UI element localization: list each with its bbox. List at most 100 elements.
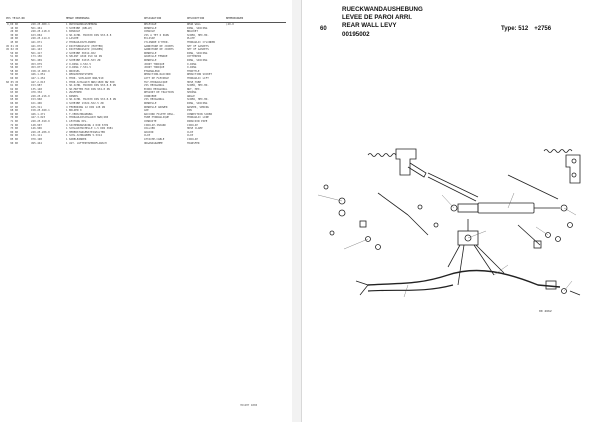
part-number-cell: 131.111 [31,134,42,138]
french-name-cell: TUY.HYDRAULIQUE [144,80,168,84]
pos-cell: 59 00 [10,73,18,77]
french-name-cell: RELEVAGE [144,23,157,26]
part-number-cell: 240.25.216.0 [31,94,50,98]
french-name-cell: CYLINDRE D'HYDR. [144,40,169,44]
pos-cell: 85 00 [10,138,18,141]
english-name-cell: REDUCTION SOCKET [187,73,212,77]
pos-cell: 65 00 [10,98,18,102]
german-name-cell: 1 HYDRAULIKSCHLAUCH NW6/400 [66,116,109,120]
german-name-cell: 3 SCHEIBE (WELLE) [66,26,93,30]
french-name-cell: REDUCTION-RACCORD [144,73,171,77]
type-line: Type: 512 +2756 [501,26,557,32]
german-name-cell: 1 WINKEL [66,94,79,98]
part-number-cell: 173.156 [31,55,42,59]
page-gutter [292,0,301,422]
part-number-cell: 447.2.013 [31,80,46,84]
german-name-cell: 4 FEDERRING 12 DIN 128 ZN [66,105,106,109]
french-name-cell: GARNITURE DE JOINTS [144,48,174,52]
german-name-cell: 2 O-RING 7.5X1.5 [66,66,91,70]
english-name-cell: CLIP [187,130,194,134]
exploded-parts-diagram [317,148,581,298]
english-name-cell: INDUCION PIPE [187,120,208,124]
pos-cell: 40 00 [10,37,18,41]
german-name-cell: 4 SICHERUNGSRING 4 DIN 6799 [66,123,109,127]
part-number-cell: 447.1.252 [31,76,46,80]
type-value: +2756 [534,26,552,32]
part-number-cell: 441.072 [31,44,42,48]
french-name-cell: ECROU HEXAGONAL [144,87,168,91]
german-name-cell: 6 SPLINT 4X40 ISO 94 ZN [66,55,102,59]
french-name-cell: CONSOLE [144,30,155,34]
pos-cell: 61 00 [10,84,18,88]
german-name-cell: 4 SK-SCHR. M12X30 DIN 933-8.8 ZN [66,98,116,102]
english-name-cell: CONNECTION SCREW [187,112,212,116]
french-name-cell: GARNITURE DE JOINTS [144,44,174,48]
remarks-cell: (40-0 [226,23,234,26]
pos-cell: 68 00 [10,109,18,113]
pos-cell: 10 00 [10,26,18,30]
part-number-cell: 165.311 [31,105,42,109]
pos-cell: 55 00 [10,62,18,66]
french-name-cell: CONDUITE [144,120,157,124]
part-number-cell: 240.25.206.0 [31,130,50,134]
part-number-cell: 135.148 [31,87,42,91]
german-name-cell: 1 RUECKWANDAUSHEBUNG [66,23,98,26]
table-row: 62 00 135.148 1 SK-MUTTER M10 DIN 934-8 ZN… [6,88,288,92]
german-name-cell: 1 AST. LUFTENTSPERRFLANSCH [66,141,107,145]
table-row: 45 01 00 441.072 2 DICHTUNGSSATZ (MUTTER) G… [6,45,288,49]
pos-cell: 62 00 [10,87,18,91]
english-name-cell: RING, SPACING [187,51,208,55]
pos-cell: 0,00 00 [7,23,18,26]
part-number-cell: 495.444 [31,141,42,145]
hydraulic-cylinder [477,202,535,214]
spring-left [367,153,397,157]
french-name-cell: CORNIERE [144,94,157,98]
french-name-cell: ORGANIGRAMME [144,141,163,145]
part-number-cell: 240.25.114.0 [31,37,50,41]
part-number-cell: 441.143 [31,48,42,52]
part-number-cell: 153.987 [31,84,42,88]
type-label: Type: 512 [501,26,529,32]
german-name-cell: 2 DICHTUNGSSATZ (MUTTER) [66,44,104,48]
english-name-cell: COTTERPIN [187,55,202,59]
french-name-cell: ECLISSE [144,37,155,41]
pos-cell: 66 00 [10,102,18,106]
pos-cell: 73 00 [10,127,18,131]
french-name-cell: RONDELLE [144,51,157,55]
english-name-cell: HOSE CLAMP [187,127,203,131]
french-name-cell: AXE [144,109,149,113]
german-name-cell: 2 SCHEIBE 30X14.0X2 [66,51,96,55]
hydraulic-hose [367,269,561,288]
pos-cell: 45 01 00 [6,44,18,48]
german-name-cell: 4 LASCHE [66,37,79,41]
english-name-cell: BRACKET [187,30,198,34]
english-name-cell: SET OF GASKETS [187,48,209,52]
bracket-right [565,154,581,184]
pos-cell: 63 00 [10,91,18,95]
header-rule [6,22,286,23]
german-name-cell: 1 KABELBINDER [66,138,87,141]
english-name-cell: REAR WALL [187,23,202,26]
english-name-cell: SET OF GASKETS [187,44,209,48]
pos-cell: 70 00 [10,116,18,120]
part-number-cell: 146.906 [31,127,42,131]
page-footer-code: 3512H7 4000 [240,404,258,407]
part-number-cell: 158.13.009.0 [31,69,50,73]
german-name-cell: 1 SK-MUTTER M10 DIN 934-8 ZN [66,87,110,91]
part-number-cell: 453.079 [31,62,42,66]
french-name-cell: CLIP [144,134,151,138]
